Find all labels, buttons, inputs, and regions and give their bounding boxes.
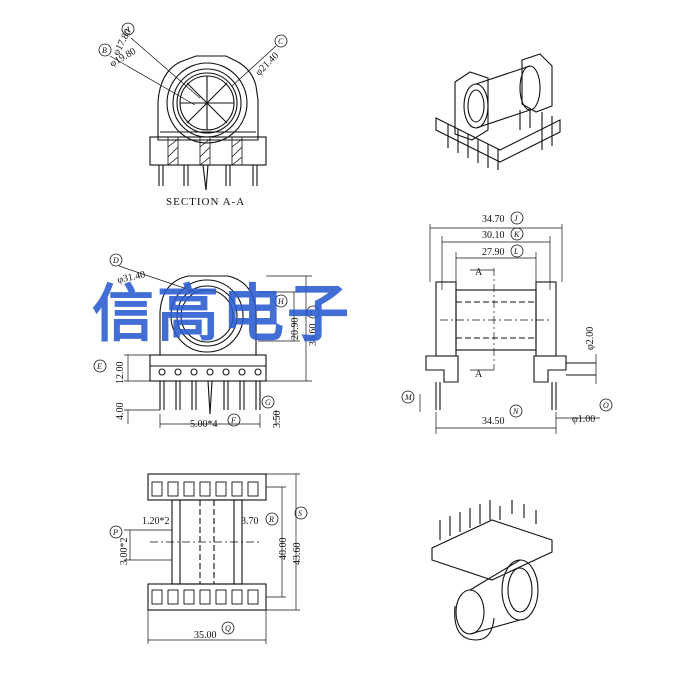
dim-value-r: 40.00 (278, 538, 289, 561)
dim-letter-j: J (514, 214, 518, 223)
isometric-view-top (435, 53, 561, 170)
dim-value-j: 34.70 (482, 214, 505, 225)
dim-value-o: φ1.00 (572, 414, 595, 425)
dim-value-pin-row-pitch: 1.20*2 (142, 516, 170, 527)
dim-letter-i: I (309, 308, 313, 317)
dim-letter-g: G (265, 398, 271, 407)
watermark: 信高电子 (92, 277, 353, 350)
isometric-view-bottom (431, 500, 553, 641)
dim-value-slot-width: φ2.00 (585, 327, 596, 350)
dim-value-q: 35.00 (194, 630, 217, 641)
dim-value-p: 3.00*2 (119, 538, 130, 566)
dim-value-c: φ21.40 (253, 50, 281, 78)
dim-value-l: 27.90 (482, 247, 505, 258)
dim-letter-l: L (513, 247, 519, 256)
dim-letter-n: N (512, 407, 519, 416)
dim-value-s: 43.60 (292, 543, 303, 566)
dim-letter-m: M (404, 393, 413, 402)
front-view (93, 253, 320, 428)
side-view (401, 211, 613, 434)
section-label: SECTION A-A (166, 196, 245, 208)
dim-value-slot: 3.70 (241, 516, 259, 527)
dim-value-g: 3.50 (272, 411, 283, 429)
dim-letter-d: D (112, 256, 119, 265)
section-mark-upper: A (475, 267, 483, 278)
dim-letter-k: K (513, 230, 520, 239)
dim-letter-p: P (112, 528, 118, 537)
dim-value-h: 20.90 (290, 318, 301, 341)
dim-letter-o: O (603, 401, 609, 410)
dim-letter-f: F (230, 416, 236, 425)
dim-value-n: 34.50 (482, 416, 505, 427)
dim-letter-a: A (124, 25, 130, 34)
dim-value-k: 30.10 (482, 230, 505, 241)
dim-letter-c: C (278, 37, 284, 46)
dim-value-f: 5.00*4 (190, 419, 218, 430)
dim-letter-r: R (268, 515, 274, 524)
dim-letter-e: E (96, 362, 102, 371)
dim-value-i: 36.60 (308, 324, 319, 347)
dim-letter-q: Q (225, 624, 231, 633)
top-view (109, 473, 308, 644)
dim-letter-s: S (298, 509, 302, 518)
section-view (98, 22, 288, 191)
dim-value-e: 12.00 (115, 362, 126, 385)
dim-value-pin-height: 4.00 (115, 403, 126, 421)
dim-letter-b: B (102, 46, 107, 55)
dim-letter-h: H (277, 297, 285, 306)
section-mark-lower: A (475, 369, 483, 380)
